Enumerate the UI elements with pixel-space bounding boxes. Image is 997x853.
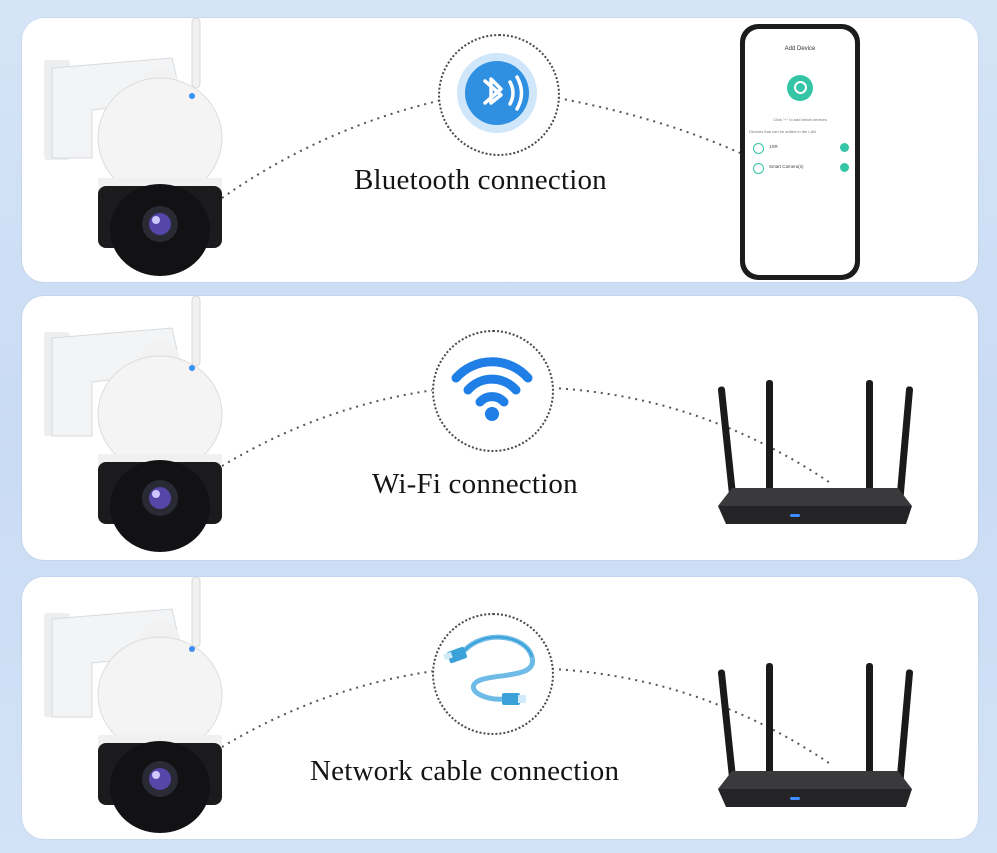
device-name: 1SR: [769, 144, 778, 149]
phone-hint: Click "+" to add below devices: [773, 117, 827, 122]
smartphone: Add Device Click "+" to add below device…: [740, 24, 860, 280]
phone-screen: Add Device Click "+" to add below device…: [745, 29, 855, 275]
panel-caption: Network cable connection: [310, 755, 620, 787]
network-cable-panel: Network cable connection: [22, 577, 978, 839]
device-icon: [753, 163, 764, 174]
ethernet-cable-icon: [443, 634, 535, 705]
ptz-camera: [44, 296, 223, 552]
bluetooth-panel: Bluetooth connection Add Device Click "+…: [22, 18, 978, 282]
add-device-button[interactable]: [840, 143, 849, 152]
device-icon: [753, 143, 764, 154]
ptz-camera: [44, 18, 223, 276]
wifi-panel: Wi-Fi connection: [22, 296, 978, 560]
wifi-icon: [451, 357, 533, 421]
router: [717, 380, 914, 524]
connection-line: [221, 387, 833, 485]
connection-line: [221, 97, 741, 199]
bluetooth-icon: [457, 53, 537, 133]
phone-title: Add Device: [784, 46, 816, 52]
wifi-icon-frame: [432, 330, 554, 452]
panel-caption: Bluetooth connection: [354, 164, 607, 196]
connection-line: [221, 668, 833, 766]
panel-caption: Wi-Fi connection: [372, 468, 578, 500]
router: [717, 663, 914, 807]
phone-list-header: Devices that can be added in the LAN: [749, 129, 817, 134]
search-icon[interactable]: [787, 75, 813, 101]
device-list-item[interactable]: Smart Camera(s): [751, 161, 849, 175]
cable-icon-frame: [432, 613, 554, 735]
ptz-camera: [44, 577, 223, 833]
device-list-item[interactable]: 1SR: [751, 141, 849, 155]
add-device-button[interactable]: [840, 163, 849, 172]
device-name: Smart Camera(s): [769, 164, 804, 169]
